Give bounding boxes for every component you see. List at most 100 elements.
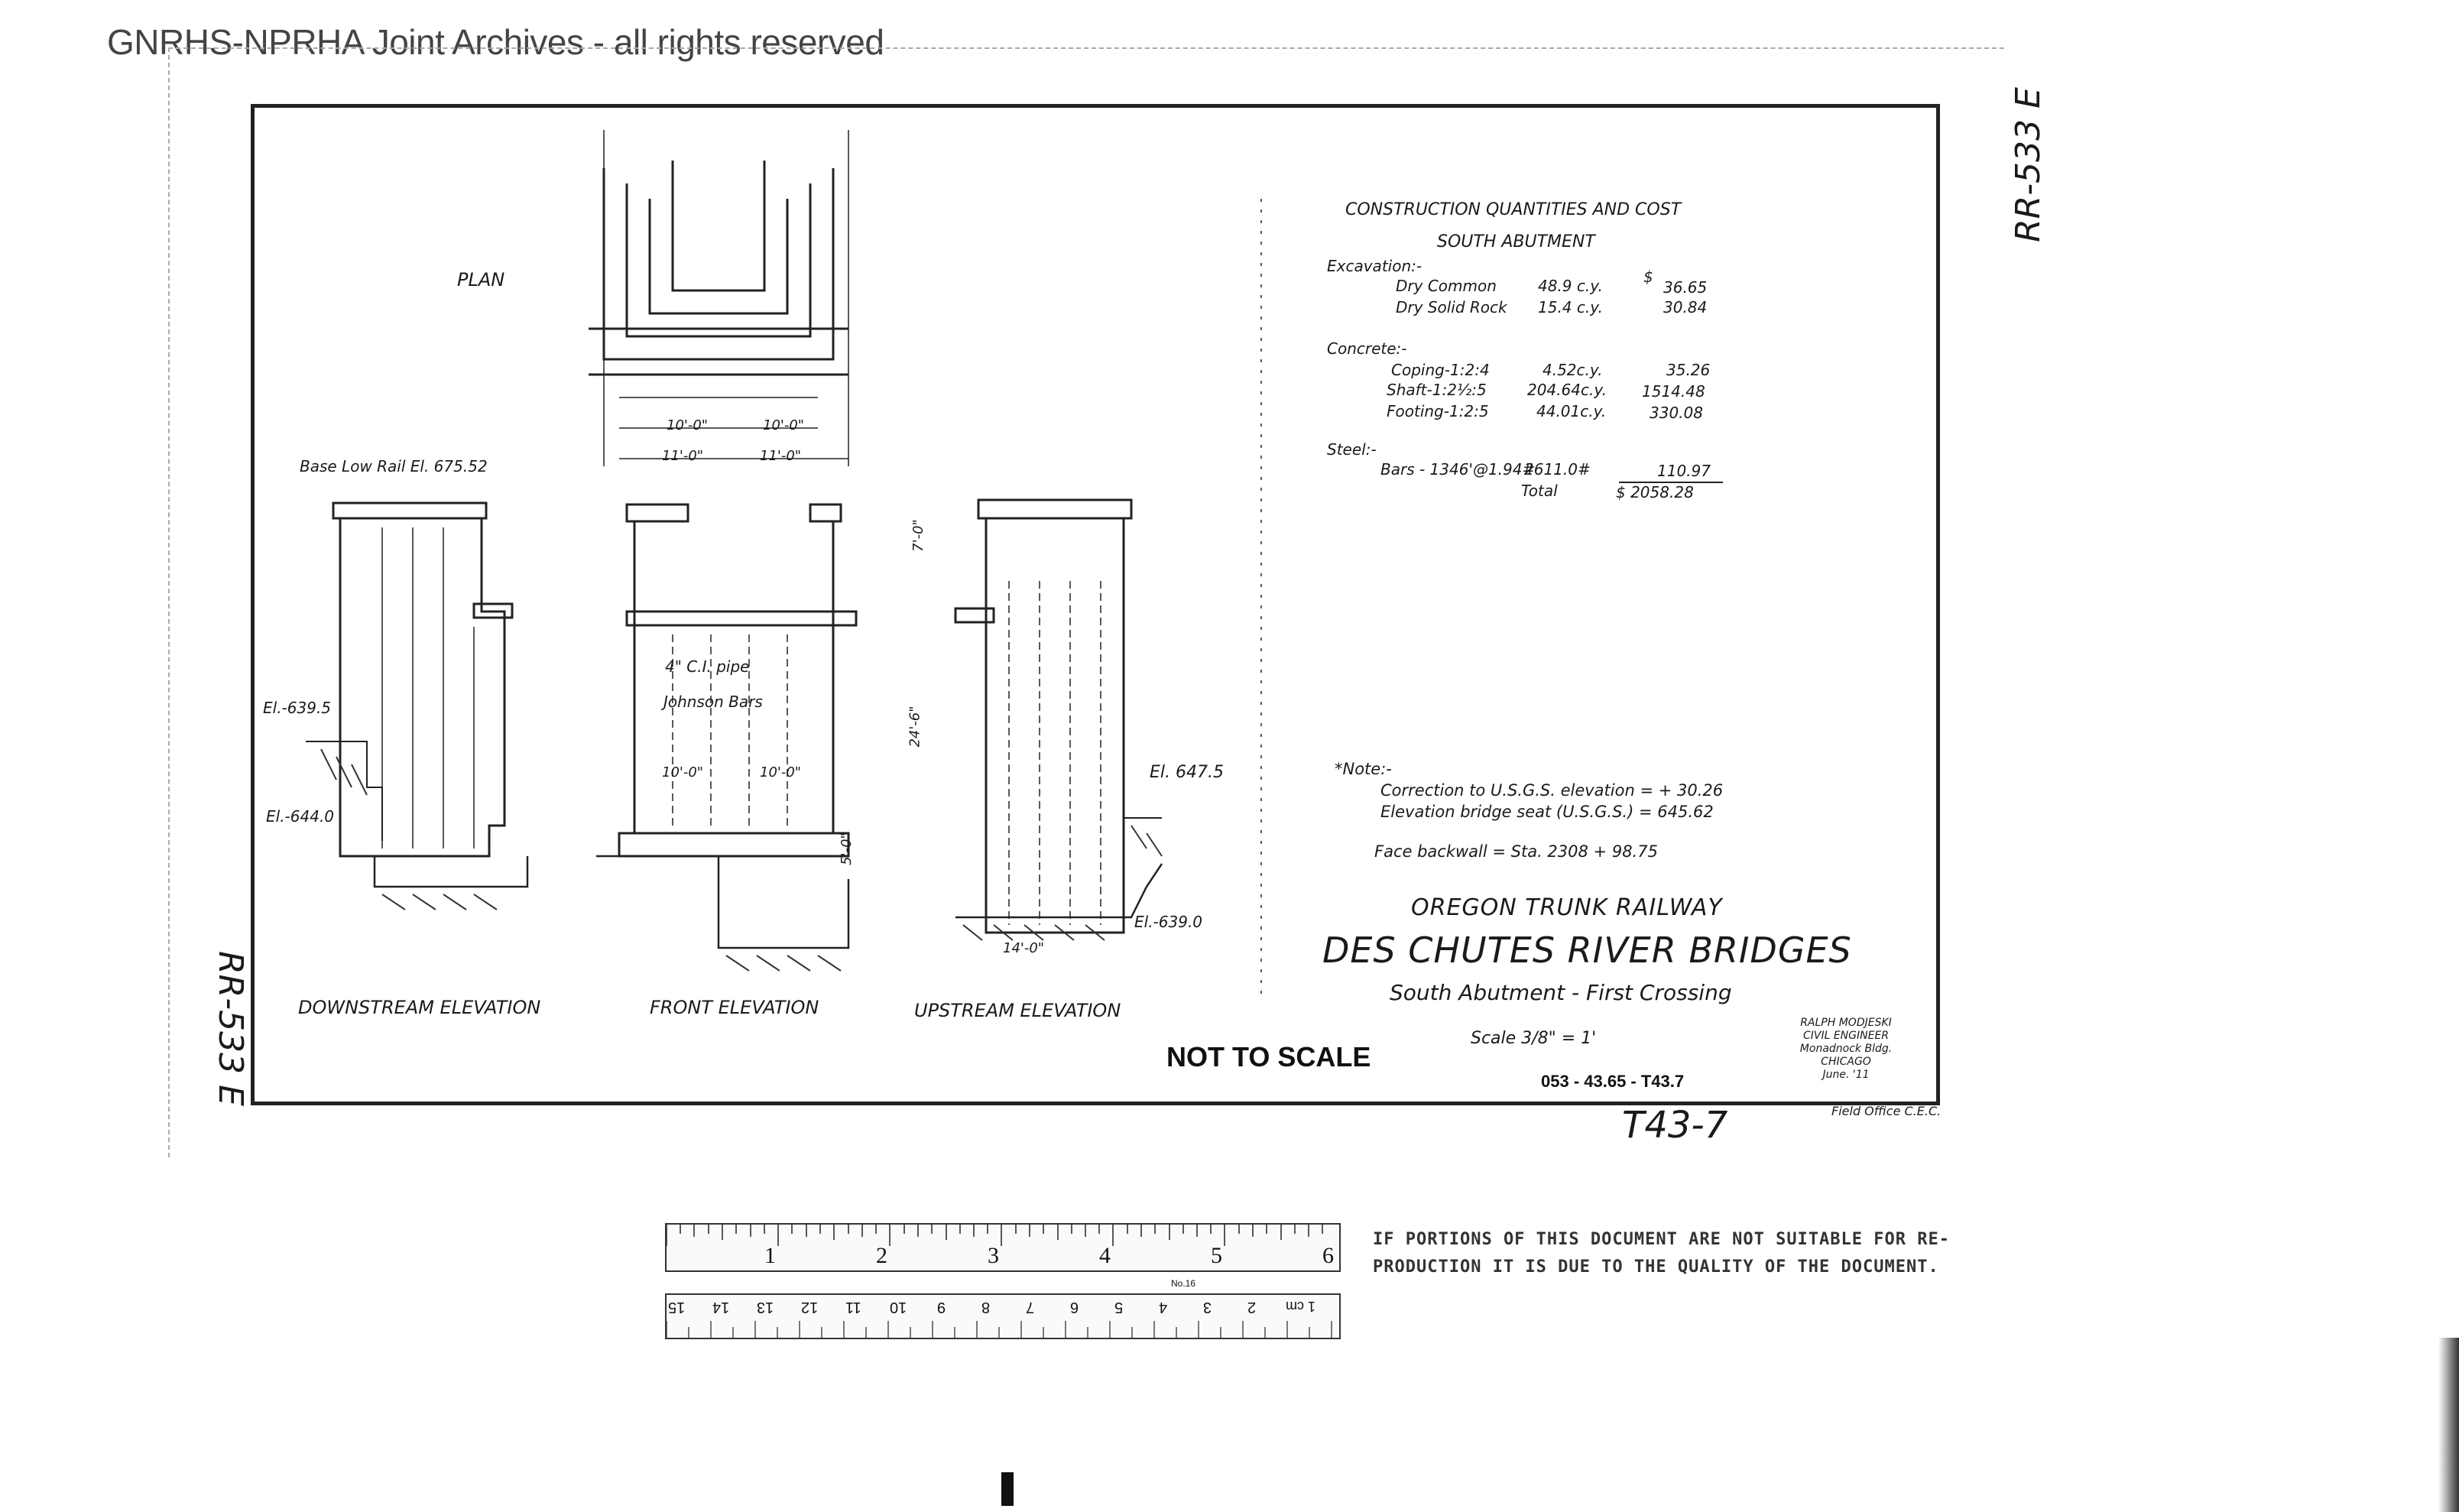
dimension-label: 10'-0" <box>667 417 709 433</box>
concrete-cost: 1514.48 <box>1642 382 1705 401</box>
johnson-bars-label: Johnson Bars <box>663 693 763 711</box>
cm-number: 13 <box>757 1299 774 1316</box>
quantities-title: CONSTRUCTION QUANTITIES AND COST <box>1345 200 1682 219</box>
downstream-elevation-view <box>306 501 529 888</box>
cm-number: 11 <box>845 1299 861 1316</box>
excavation-item: Dry Common <box>1396 277 1497 295</box>
legal-note-line: IF PORTIONS OF THIS DOCUMENT ARE NOT SUI… <box>1373 1230 1950 1249</box>
downstream-elevation-label: DOWNSTREAM ELEVATION <box>298 997 541 1018</box>
cm-ruler: 15 14 13 12 11 10 9 8 7 6 5 4 3 2 1 cm <box>665 1293 1341 1339</box>
elevation-label: El. 647.5 <box>1150 763 1224 782</box>
elevation-label: El.-639.5 <box>263 699 332 717</box>
steel-item: Bars - 1346'@1.94# <box>1380 460 1536 479</box>
cm-ruler-ticks <box>667 1321 1332 1338</box>
concrete-cost: 35.26 <box>1666 361 1711 379</box>
upstream-elevation-label: UPSTREAM ELEVATION <box>914 1000 1121 1021</box>
steel-qty: 2611.0# <box>1524 460 1591 479</box>
inch-number: 3 <box>988 1243 999 1268</box>
cm-number: 1 cm <box>1286 1299 1316 1314</box>
document-number: 053 - 43.65 - T43.7 <box>1541 1072 1685 1091</box>
sheet-id: T43-7 <box>1622 1104 1728 1147</box>
note-line: Face backwall = Sta. 2308 + 98.75 <box>1374 842 1658 861</box>
inch-number: 2 <box>876 1243 887 1268</box>
inch-number: 4 <box>1099 1243 1111 1268</box>
concrete-cost: 330.08 <box>1650 404 1703 422</box>
engineer-line: CIVIL ENGINEER <box>1802 1030 1890 1042</box>
concrete-qty: 204.64c.y. <box>1527 381 1607 399</box>
excavation-item: Dry Solid Rock <box>1396 298 1507 316</box>
side-code-top-right: RR-533 E <box>2008 87 2048 242</box>
elevation-label: El.-639.0 <box>1134 913 1203 931</box>
cm-number: 2 <box>1247 1299 1257 1316</box>
dimension-label: 10'-0" <box>760 764 802 780</box>
concrete-item: Coping-1:2:4 <box>1391 361 1490 379</box>
dimension-label: 7'-0" <box>910 519 926 552</box>
inch-number: 1 <box>764 1243 776 1268</box>
cm-number: 8 <box>981 1299 991 1316</box>
total-cost: $ 2058.28 <box>1616 483 1694 501</box>
cm-number: 9 <box>937 1299 946 1316</box>
ground-hatch <box>320 748 1163 972</box>
dimension-label: 10'-0" <box>763 417 805 433</box>
drawing-subtitle: South Abutment - First Crossing <box>1390 980 1732 1005</box>
cm-number: 3 <box>1203 1299 1212 1316</box>
excavation-qty: 15.4 c.y. <box>1538 298 1603 316</box>
excavation-cost: 30.84 <box>1663 298 1708 316</box>
dimension-label: 11'-0" <box>662 448 704 464</box>
base-low-rail-label: Base Low Rail El. 675.52 <box>300 457 488 475</box>
not-to-scale-stamp: NOT TO SCALE <box>1166 1041 1371 1072</box>
total-label: Total <box>1521 482 1558 500</box>
dimension-label: 14'-0" <box>1003 940 1045 956</box>
inch-ruler: 1 2 3 4 5 6 No.16 <box>665 1223 1341 1289</box>
dollar-sign: $ <box>1643 268 1653 286</box>
note-line: Elevation bridge seat (U.S.G.S.) = 645.6… <box>1380 803 1714 821</box>
cm-number: 5 <box>1114 1299 1124 1316</box>
cm-number: 7 <box>1026 1299 1035 1316</box>
elevation-label: El.-644.0 <box>266 807 335 826</box>
inch-ruler-ticks <box>667 1225 1323 1246</box>
dimension-label: 24'-6" <box>907 706 923 748</box>
plan-view <box>589 130 849 466</box>
steel-label: Steel:- <box>1327 440 1377 459</box>
legal-note-line: PRODUCTION IT IS DUE TO THE QUALITY OF T… <box>1373 1257 1939 1277</box>
engineer-line: CHICAGO <box>1821 1056 1871 1068</box>
quantities-subtitle: SOUTH ABUTMENT <box>1437 232 1595 251</box>
cm-number: 4 <box>1159 1299 1168 1316</box>
engineer-line: Monadnock Bldg. <box>1799 1043 1893 1055</box>
concrete-qty: 4.52c.y. <box>1543 361 1603 379</box>
field-office-label: Field Office C.E.C. <box>1831 1104 1942 1118</box>
reproduction-quality-note: IF PORTIONS OF THIS DOCUMENT ARE NOT SUI… <box>1373 1226 1950 1281</box>
cm-number: 12 <box>801 1299 819 1316</box>
inch-number: 6 <box>1322 1243 1334 1268</box>
dimension-label: 11'-0" <box>760 448 802 464</box>
engineer-stamp: RALPH MODJESKI CIVIL ENGINEER Monadnock … <box>1796 1017 1896 1082</box>
cm-number: 14 <box>712 1299 730 1316</box>
scan-edge-shadow <box>2438 1338 2459 1512</box>
scale-text: Scale 3/8" = 1' <box>1471 1029 1597 1048</box>
sheet-border-outer <box>168 47 2004 1157</box>
upstream-elevation-view <box>954 498 1163 934</box>
concrete-item: Footing-1:2:5 <box>1387 402 1489 420</box>
note-label: *Note:- <box>1335 760 1392 778</box>
front-elevation-label: FRONT ELEVATION <box>650 997 819 1018</box>
pipe-label: 4" C.I. pipe <box>665 657 750 676</box>
concrete-qty: 44.01c.y. <box>1536 402 1607 420</box>
dimension-label: 5'-0" <box>838 832 855 865</box>
excavation-qty: 48.9 c.y. <box>1538 277 1603 295</box>
cm-number: 15 <box>668 1299 686 1316</box>
side-code-left: RR-533 E <box>210 951 250 1106</box>
excavation-cost: 36.65 <box>1663 278 1708 297</box>
total-rule <box>1619 482 1723 483</box>
drawing-frame <box>251 104 1940 1105</box>
scan-mark <box>1001 1472 1014 1506</box>
railway-title: OREGON TRUNK RAILWAY <box>1411 894 1723 921</box>
archive-header: GNRHS-NPRHA Joint Archives - all rights … <box>107 22 884 62</box>
cm-number: 10 <box>890 1299 907 1316</box>
dimension-label: 10'-0" <box>662 764 704 780</box>
note-line: Correction to U.S.G.S. elevation = + 30.… <box>1380 781 1724 800</box>
engineer-line: June. '11 <box>1822 1069 1870 1081</box>
concrete-item: Shaft-1:2½:5 <box>1387 381 1487 399</box>
front-elevation-view <box>596 503 858 949</box>
cm-number: 6 <box>1070 1299 1079 1316</box>
plan-view-label: PLAN <box>457 269 505 290</box>
